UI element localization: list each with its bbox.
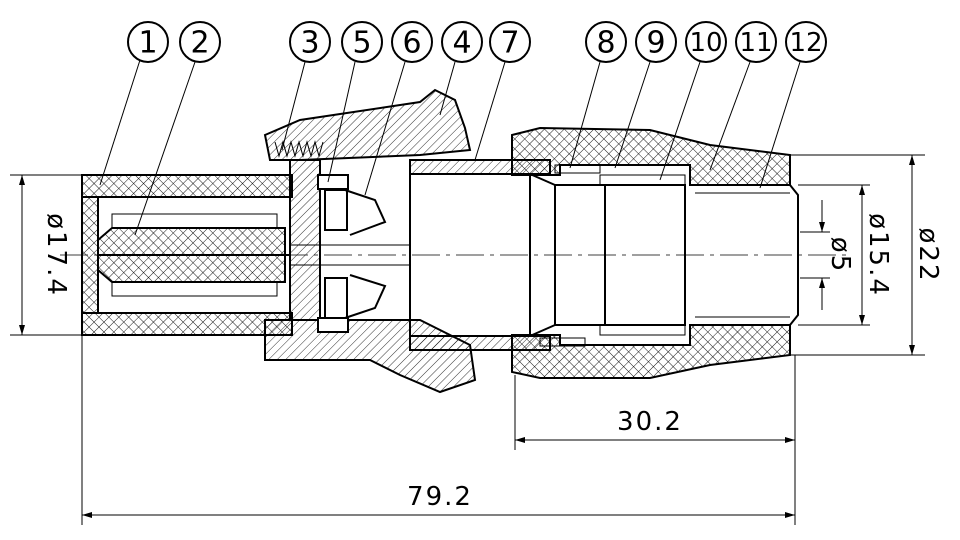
dimension-diameter-22: ø22	[790, 154, 943, 356]
balloon-1: 1	[127, 21, 169, 63]
balloon-label: 8	[596, 26, 615, 61]
balloon-label: 11	[739, 28, 772, 58]
balloon-7: 7	[489, 21, 531, 63]
part-4-housing	[263, 88, 477, 394]
balloon-10: 10	[685, 21, 727, 63]
balloon-label: 6	[402, 26, 421, 61]
dimension-label: ø17.4	[41, 213, 71, 297]
dimension-label: ø22	[913, 228, 943, 283]
balloon-2: 2	[179, 21, 221, 63]
balloon-9: 9	[635, 21, 677, 63]
dimension-length-30-2: 30.2	[514, 355, 796, 525]
part-3-spring	[274, 140, 324, 158]
balloon-11: 11	[735, 21, 777, 63]
balloon-label: 2	[190, 26, 209, 61]
balloon-5: 5	[341, 21, 383, 63]
balloon-8: 8	[585, 21, 627, 63]
balloon-6: 6	[391, 21, 433, 63]
dimension-length-79-2: 79.2	[81, 335, 795, 525]
part-5-6-contacts	[290, 174, 410, 333]
balloon-label: 1	[138, 26, 157, 61]
balloon-label: 3	[300, 26, 319, 61]
balloon-label: 4	[452, 26, 471, 61]
balloon-label: 5	[352, 26, 371, 61]
dimension-diameter-15-4: ø15.4	[798, 184, 893, 326]
dimension-label: 30.2	[617, 407, 683, 437]
balloon-4: 4	[441, 21, 483, 63]
balloon-3: 3	[289, 21, 331, 63]
leader-lines	[99, 59, 801, 236]
balloon-label: 12	[789, 28, 822, 58]
dimension-label: ø5	[825, 237, 855, 273]
part-11-nut	[511, 126, 791, 379]
dimension-label: 79.2	[407, 482, 473, 512]
balloon-label: 9	[646, 26, 665, 61]
balloon-label: 7	[500, 26, 519, 61]
balloon-label: 10	[689, 28, 722, 58]
dimension-diameter-5: ø5	[800, 200, 855, 310]
dimension-diameter-17-4: ø17.4	[10, 174, 82, 336]
dimension-label: ø15.4	[863, 213, 893, 297]
balloon-12: 12	[785, 21, 827, 63]
